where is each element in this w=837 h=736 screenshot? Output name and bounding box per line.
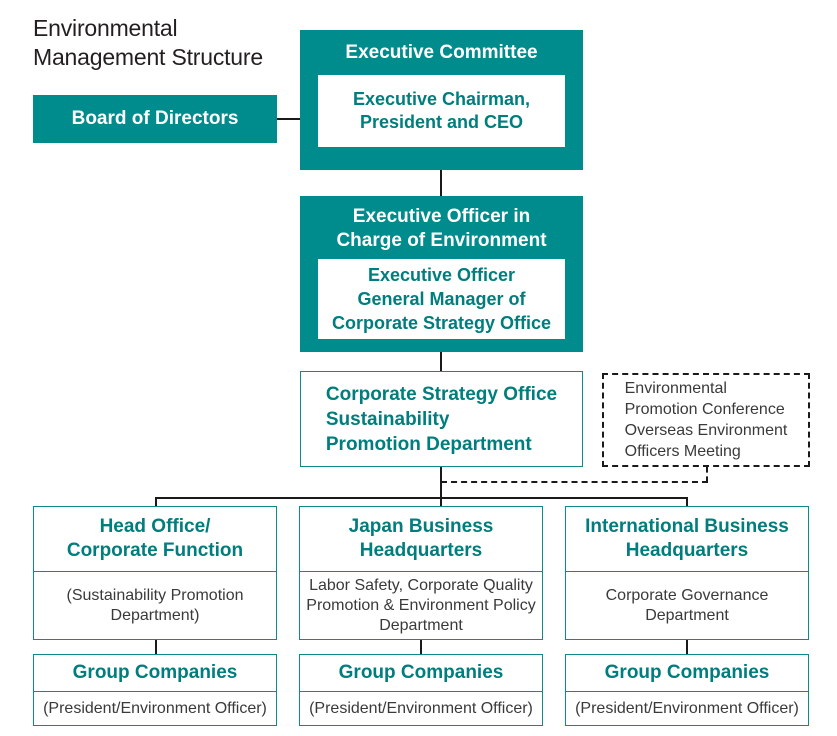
- executive-committee-header: Executive Committee: [345, 42, 538, 63]
- board-of-directors-label: Board of Directors: [71, 108, 239, 129]
- connector-col-1-to-group: [155, 640, 157, 654]
- connector-exec-committee-to-exec-officer: [440, 170, 442, 196]
- connector-distribution-bar: [155, 497, 688, 499]
- connector-exec-officer-to-corporate-strategy: [440, 352, 442, 371]
- column-1-head-box[interactable]: Head Office/Corporate Function: [33, 506, 277, 572]
- column-2-group-head-label: Group Companies: [338, 662, 504, 683]
- connector-col-2-to-group: [420, 640, 422, 654]
- column-3-group-body-box[interactable]: (President/Environment Officer): [565, 692, 809, 726]
- executive-committee-inner: Executive Chairman,President and CEO: [318, 75, 565, 147]
- node-executive-committee[interactable]: Executive Committee Executive Chairman,P…: [300, 30, 583, 170]
- column-1-group-body-label: (President/Environment Officer): [43, 699, 267, 717]
- column-1-head-label: Head Office/Corporate Function: [66, 516, 244, 561]
- column-1-group-body-box[interactable]: (President/Environment Officer): [33, 692, 277, 726]
- column-1-group-head-box[interactable]: Group Companies: [33, 654, 277, 692]
- column-3-group-head-box[interactable]: Group Companies: [565, 654, 809, 692]
- dashed-connector-vertical: [706, 467, 708, 482]
- column-3-group-head-label: Group Companies: [604, 662, 770, 683]
- connector-trunk-vertical: [440, 467, 442, 506]
- column-2-group-body-box[interactable]: (President/Environment Officer): [299, 692, 543, 726]
- dashed-connector-horizontal: [441, 481, 708, 483]
- column-2-group-body-label: (President/Environment Officer): [309, 699, 533, 717]
- connector-drop-col-3: [686, 497, 688, 506]
- column-3-group-body-label: (President/Environment Officer): [575, 699, 799, 717]
- column-2-group-head-box[interactable]: Group Companies: [299, 654, 543, 692]
- connector-board-to-exec-committee: [277, 118, 301, 120]
- column-1-group-head-label: Group Companies: [72, 662, 238, 683]
- connector-col-3-to-group: [686, 640, 688, 654]
- connector-drop-col-1: [155, 497, 157, 506]
- node-board-of-directors[interactable]: Board of Directors: [33, 95, 277, 143]
